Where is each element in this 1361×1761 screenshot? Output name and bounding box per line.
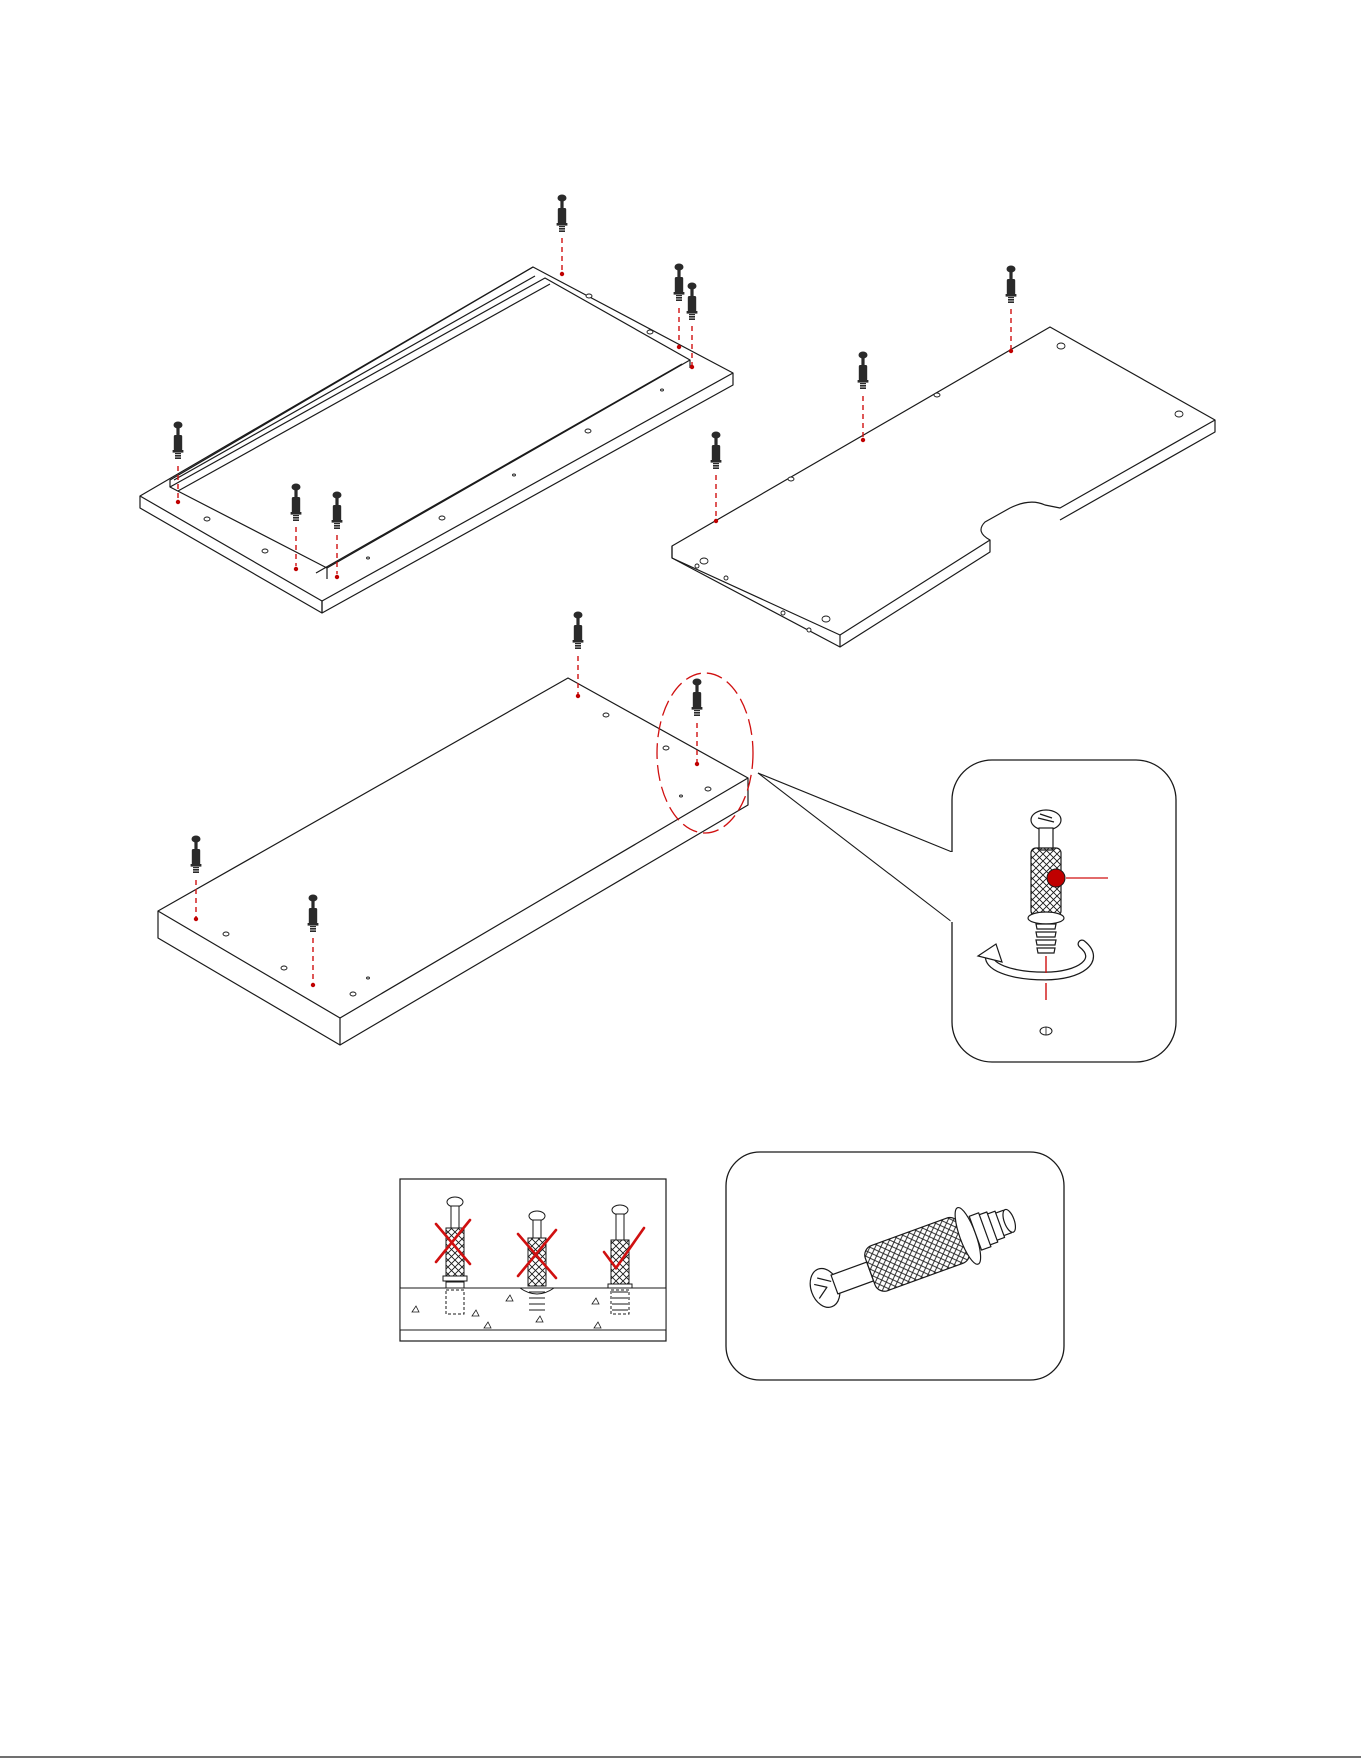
notched-panel [672, 327, 1215, 647]
depth-guide-box [400, 1179, 666, 1341]
detail-red-marker [1047, 869, 1065, 887]
cam-bolt-detail-callout [952, 760, 1176, 1062]
frame-panel [140, 267, 733, 613]
cam-bolt-closeup-box [726, 1152, 1064, 1380]
solid-panel [158, 678, 748, 1045]
callout-leader-lines [758, 773, 952, 922]
